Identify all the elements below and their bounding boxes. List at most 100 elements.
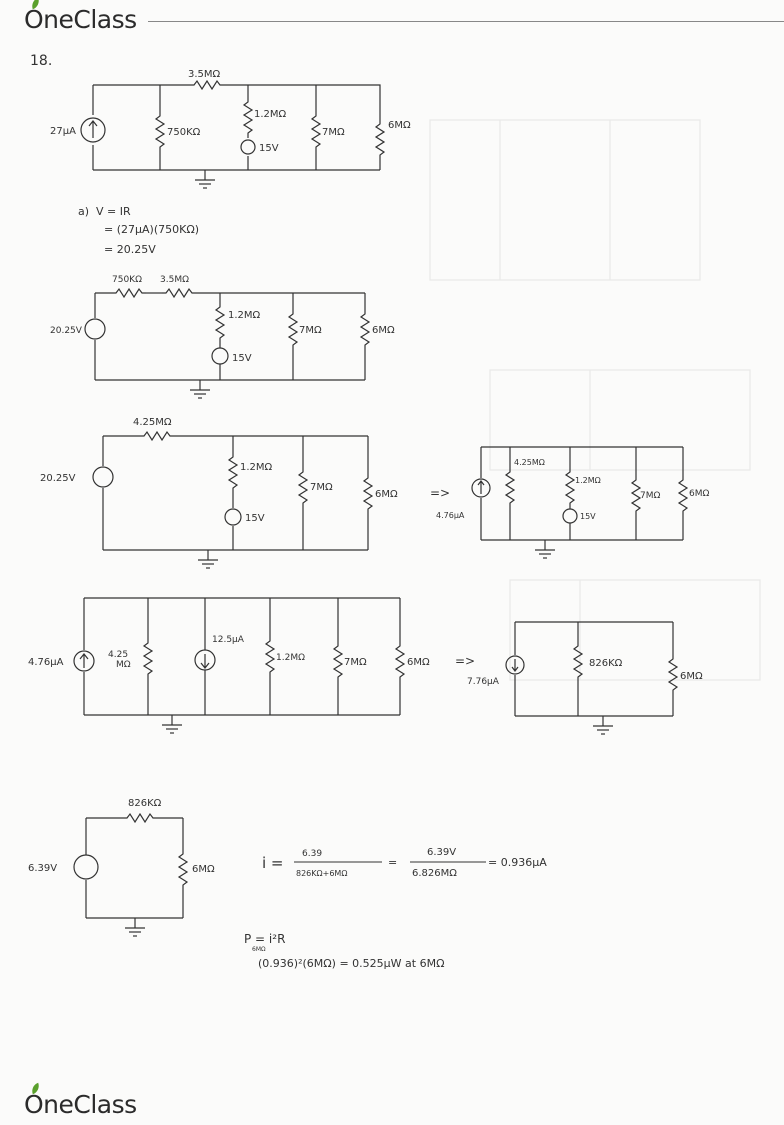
c1-series-resistor: [189, 80, 225, 90]
c2-resistor-3: [288, 309, 298, 350]
c3-label-r3: 7MΩ: [310, 482, 333, 493]
c2-label-a: 750KΩ: [112, 275, 142, 285]
c5-label-r2: 1.2MΩ: [276, 653, 305, 663]
power-line2: (0.936)²(6MΩ) = 0.525μW at 6MΩ: [258, 957, 444, 970]
eq-num2: 6.39V: [427, 847, 456, 858]
c2-voltage-source-icon: [84, 318, 106, 340]
c7-label-load: 6MΩ: [192, 864, 215, 875]
circuit-3: [102, 435, 369, 551]
c2-resistor-branch: [215, 302, 225, 343]
c2-resistor-4: [360, 309, 370, 350]
c2-resistor-a: [111, 288, 147, 298]
c7-voltage-source-icon: [73, 854, 99, 880]
c5-arrow-up-icon: [79, 653, 89, 668]
c3-resistor-3: [298, 467, 308, 508]
c1-label-branch: 1.2MΩ: [254, 109, 287, 120]
circuit-6: [514, 621, 674, 717]
c5-label-source: 4.76μA: [28, 657, 64, 668]
c5-resistor-1: [143, 638, 153, 679]
c4-resistor-4: [678, 475, 688, 516]
c5-label-cs2: 12.5μA: [212, 635, 245, 645]
c2-resistor-b: [161, 288, 197, 298]
c2-label-b: 3.5MΩ: [160, 275, 189, 285]
c1-label-series: 3.5MΩ: [188, 69, 221, 80]
c4-arrow-up-icon: [477, 480, 485, 494]
eq-i: i =: [262, 854, 284, 872]
c3-label-r4: 6MΩ: [375, 489, 398, 500]
c1-label-r4: 6MΩ: [388, 120, 411, 131]
c3-label-series: 4.25MΩ: [133, 417, 172, 428]
c6-label-r2: 6MΩ: [680, 671, 703, 682]
c2-label-vbranch: 15V: [232, 353, 252, 364]
arrow-2: =>: [455, 654, 475, 668]
c1-label-vbranch: 15V: [259, 143, 279, 154]
c5-current-source-2-icon: [194, 649, 216, 671]
c1-resistor-shunt: [155, 111, 165, 152]
c4-label-source: 4.76μA: [436, 511, 465, 520]
c2-label-branch: 1.2MΩ: [228, 310, 261, 321]
c4-resistor-branch: [565, 467, 575, 508]
c4-resistor-shunt: [505, 467, 515, 508]
c1-ground-icon: [194, 169, 216, 189]
header-rule: [148, 21, 784, 22]
c3-voltage-source-icon: [92, 466, 114, 488]
c7-load-resistor: [178, 849, 188, 890]
c6-resistor-1: [573, 641, 583, 682]
footer-brand: OneClass: [24, 1082, 137, 1119]
c5-ground-icon: [161, 714, 183, 734]
c3-resistor-branch: [228, 452, 238, 493]
eq-den2: 6.826MΩ: [412, 868, 457, 879]
part-a-line2: = (27μA)(750KΩ): [104, 223, 199, 236]
c4-label-branch: 1.2MΩ: [575, 476, 601, 485]
c1-arrow-up-icon: [88, 120, 98, 138]
c7-ground-icon: [124, 917, 146, 937]
c4-ground-icon: [534, 539, 556, 559]
c7-label-source: 6.39V: [28, 863, 57, 874]
c4-label-r4: 6MΩ: [689, 489, 709, 499]
c1-resistor-4: [375, 119, 385, 160]
c6-resistor-2: [668, 654, 678, 695]
c4-label-r3: 7MΩ: [640, 491, 660, 501]
c4-current-source-icon: [471, 478, 491, 498]
part-a-line1: V = IR: [96, 205, 131, 218]
c7-label-series: 826KΩ: [128, 798, 162, 809]
c3-branch-source-icon: [224, 508, 242, 526]
c2-branch-source-icon: [211, 347, 229, 365]
c2-ground-icon: [189, 379, 211, 399]
bleed-through: [429, 119, 761, 681]
c3-label-branch: 1.2MΩ: [240, 462, 273, 473]
power-subscript: 6MΩ: [252, 946, 266, 953]
circuit-7: [85, 817, 184, 919]
eq-equals: =: [388, 856, 397, 869]
c6-arrow-down-icon: [511, 659, 519, 672]
c3-label-source: 20.25V: [40, 473, 76, 484]
c2-label-r4: 6MΩ: [372, 325, 395, 336]
c5-arrow-down-icon: [200, 654, 210, 669]
c4-resistor-3: [631, 475, 641, 516]
c7-series-resistor: [122, 813, 158, 823]
c6-ground-icon: [592, 715, 614, 735]
part-a-label: a): [78, 205, 89, 218]
c5-resistor-3: [333, 641, 343, 682]
c3-ground-icon: [197, 549, 219, 569]
c3-label-vbranch: 15V: [245, 513, 265, 524]
c2-label-source: 20.25V: [50, 326, 83, 336]
arrow-1: =>: [430, 486, 450, 500]
c1-label-source: 27μA: [50, 126, 76, 137]
circuit-5: [83, 597, 401, 716]
eq-result: = 0.936μA: [488, 856, 547, 869]
c6-label-r1: 826KΩ: [589, 658, 623, 669]
c1-current-source-icon: [80, 117, 106, 143]
c5-label-r1-bottom: MΩ: [116, 660, 131, 670]
c4-label-vbranch: 15V: [580, 512, 596, 521]
c1-voltage-source-icon: [240, 139, 256, 155]
c5-label-r3: 7MΩ: [344, 657, 367, 668]
c4-branch-source-icon: [562, 508, 578, 524]
part-a-line3: = 20.25V: [104, 243, 156, 256]
problem-number: 18.: [30, 53, 52, 69]
eq-num1: 6.39: [302, 849, 322, 859]
c6-label-source: 7.76μA: [467, 677, 500, 687]
c5-label-r4: 6MΩ: [407, 657, 430, 668]
circuit-2: [94, 292, 366, 381]
